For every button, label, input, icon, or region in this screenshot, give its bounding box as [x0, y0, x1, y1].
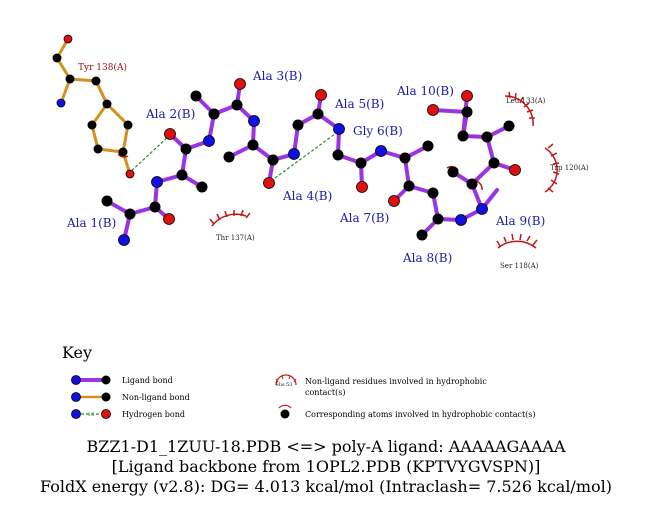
key-his53: His 53: [276, 382, 292, 388]
key-ligand-bond-label: Ligand bond: [122, 376, 173, 385]
key: Key Ligand bond Non-ligand bond 3.0 Hydr…: [62, 343, 536, 419]
key-hydrophobic-residues-line1: Non-ligand residues involved in hydropho…: [305, 377, 487, 386]
ligand-labels: Ala 1(B) Ala 2(B) Ala 3(B) Ala 4(B) Ala …: [66, 69, 545, 265]
caption-line3: FoldX energy (v2.8): DG= 4.013 kcal/mol …: [40, 477, 612, 496]
hydrophobic-arcs: [117, 91, 560, 249]
label-ala4: Ala 4(B): [282, 189, 332, 203]
hydrophobic-labels: Leu 133(A) Trp 120(A) Thr 137(A) Ser 118…: [216, 97, 589, 270]
key-ligand-bond: Ligand bond: [71, 375, 173, 385]
label-tyr138: Tyr 138(A): [78, 62, 127, 73]
label-trp120: Trp 120(A): [550, 164, 589, 172]
label-ala10: Ala 10(B): [396, 84, 454, 98]
label-ala5: Ala 5(B): [334, 97, 384, 111]
arc-leu133: [504, 91, 535, 127]
arc-ser118: [496, 233, 538, 249]
label-leu133: Leu 133(A): [506, 97, 546, 105]
arc-trp120: [544, 143, 560, 193]
carbon-atoms: [52, 53, 515, 241]
label-ala2: Ala 2(B): [145, 107, 195, 121]
caption-line2: [Ligand backbone from 1OPL2.PDB (KPTVYGV…: [112, 457, 541, 476]
key-hydrophobic-atoms: Corresponding atoms involved in hydropho…: [278, 404, 536, 419]
key-non-ligand-bond: Non-ligand bond: [71, 392, 190, 402]
key-hydrogen-bond: 3.0 Hydrogen bond: [71, 409, 185, 419]
label-ala1: Ala 1(B): [66, 216, 116, 230]
key-hydrophobic-residues-line2: contact(s): [305, 388, 345, 397]
key-hydrophobic-residues: His 53 Non-ligand residues involved in h…: [275, 374, 487, 397]
nitrogen-atoms: [56, 98, 488, 246]
caption: BZZ1-D1_1ZUU-18.PDB <=> poly-A ligand: A…: [40, 437, 612, 496]
key-hydrogen-bond-label: Hydrogen bond: [122, 410, 185, 419]
caption-line1: BZZ1-D1_1ZUU-18.PDB <=> poly-A ligand: A…: [86, 437, 566, 456]
arc-thr137: [209, 209, 251, 227]
key-title: Key: [62, 343, 92, 362]
label-gly6: Gly 6(B): [353, 124, 403, 138]
label-ala9: Ala 9(B): [495, 214, 545, 228]
key-hb-length: 3.0: [88, 412, 95, 417]
label-ser118: Ser 118(A): [500, 262, 539, 270]
label-ala8: Ala 8(B): [402, 251, 452, 265]
label-ala7: Ala 7(B): [339, 211, 389, 225]
label-ala3: Ala 3(B): [252, 69, 302, 83]
label-thr137: Thr 137(A): [216, 234, 255, 242]
oxygen-atoms: [63, 34, 521, 225]
key-hydrophobic-atoms-label: Corresponding atoms involved in hydropho…: [305, 410, 536, 419]
hydrogen-bonds: [127, 130, 340, 182]
key-non-ligand-bond-label: Non-ligand bond: [122, 393, 190, 402]
